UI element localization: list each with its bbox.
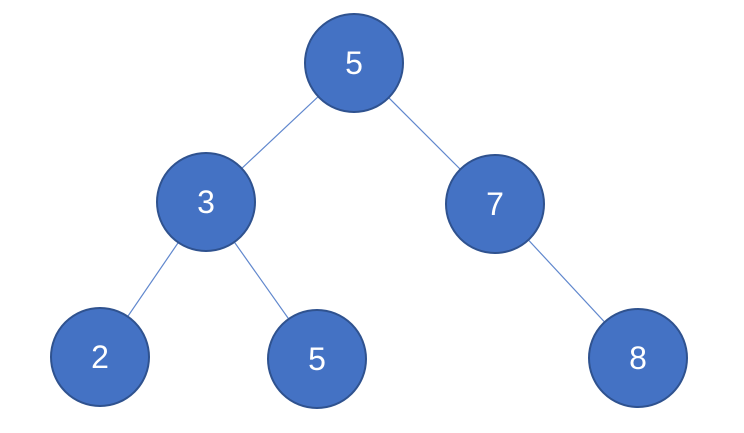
tree-node-left-left-label: 2 bbox=[91, 339, 109, 375]
tree-node-root-label: 5 bbox=[345, 45, 363, 81]
tree-node-left-right-label: 5 bbox=[308, 341, 326, 377]
tree-node-left-label: 3 bbox=[197, 184, 215, 220]
tree-node-right-right: 8 bbox=[588, 308, 688, 408]
tree-node-right-label: 7 bbox=[486, 186, 504, 222]
tree-node-right-right-label: 8 bbox=[629, 340, 647, 376]
tree-node-root: 5 bbox=[304, 13, 404, 113]
tree-node-left-right: 5 bbox=[267, 309, 367, 409]
tree-node-left-left: 2 bbox=[50, 307, 150, 407]
tree-node-right: 7 bbox=[445, 154, 545, 254]
tree-node-left: 3 bbox=[156, 152, 256, 252]
